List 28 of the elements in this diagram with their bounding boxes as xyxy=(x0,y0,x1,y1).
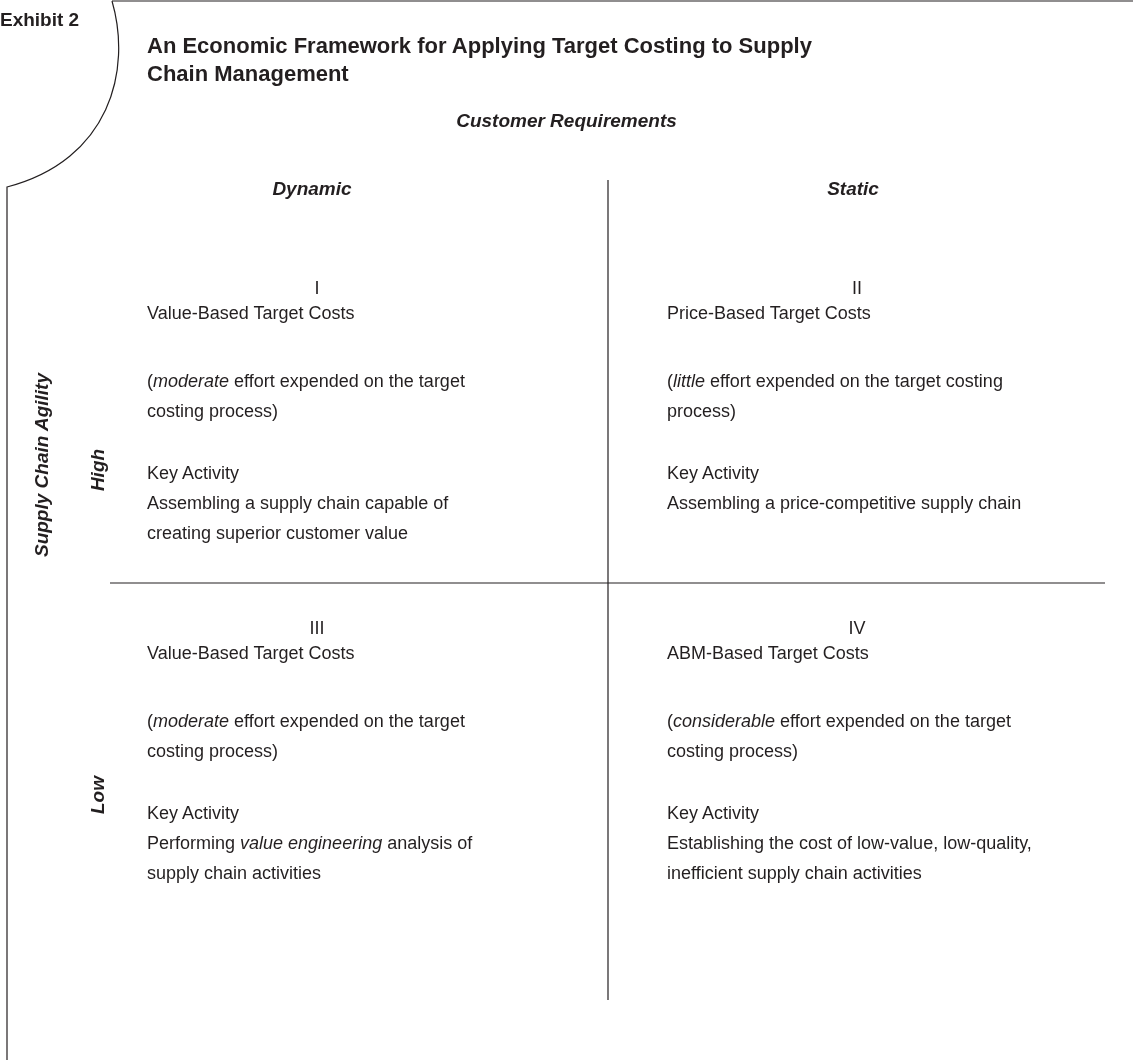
quadrant-heading: Value-Based Target Costs xyxy=(147,302,356,325)
axis-title: Customer Requirements xyxy=(455,109,678,133)
row-heading: High xyxy=(86,448,110,492)
quadrant-number: IV xyxy=(847,617,867,640)
activity-description: Assembling a supply chain capable of creating superior customer value xyxy=(147,492,450,545)
activity-heading: Key Activity xyxy=(667,462,761,485)
exhibit-label: Exhibit 2 xyxy=(0,8,80,32)
effort-note: (moderate effort expended on the target costing process) xyxy=(147,370,466,423)
activity-description: Assembling a price-competitive supply chain xyxy=(667,492,1023,515)
quadrant-number: I xyxy=(313,277,321,300)
quadrant-number: II xyxy=(851,277,863,300)
quadrant-heading: ABM-Based Target Costs xyxy=(667,642,870,665)
quadrant-heading: Price-Based Target Costs xyxy=(667,302,872,325)
activity-heading: Key Activity xyxy=(667,802,761,825)
quadrant-number: III xyxy=(308,617,326,640)
diagram-title: An Economic Framework for Applying Target Costing to Supply Chain Management xyxy=(147,32,813,88)
column-heading: Static xyxy=(826,177,880,201)
column-heading: Dynamic xyxy=(271,177,353,201)
activity-description: Performing value engineering analysis of supply chain activities xyxy=(147,832,474,885)
effort-note: (considerable effort expended on the target costing process) xyxy=(667,710,1012,763)
activity-heading: Key Activity xyxy=(147,462,241,485)
effort-note: (little effort expended on the target costing process) xyxy=(667,370,1004,423)
quadrant-heading: Value-Based Target Costs xyxy=(147,642,356,665)
activity-heading: Key Activity xyxy=(147,802,241,825)
axis-title: Supply Chain Agility xyxy=(30,373,53,557)
row-heading: Low xyxy=(86,776,109,814)
effort-note: (moderate effort expended on the target costing process) xyxy=(147,710,466,763)
activity-description: Establishing the cost of low-value, low-quality, inefficient supply chain activities xyxy=(667,832,1033,885)
